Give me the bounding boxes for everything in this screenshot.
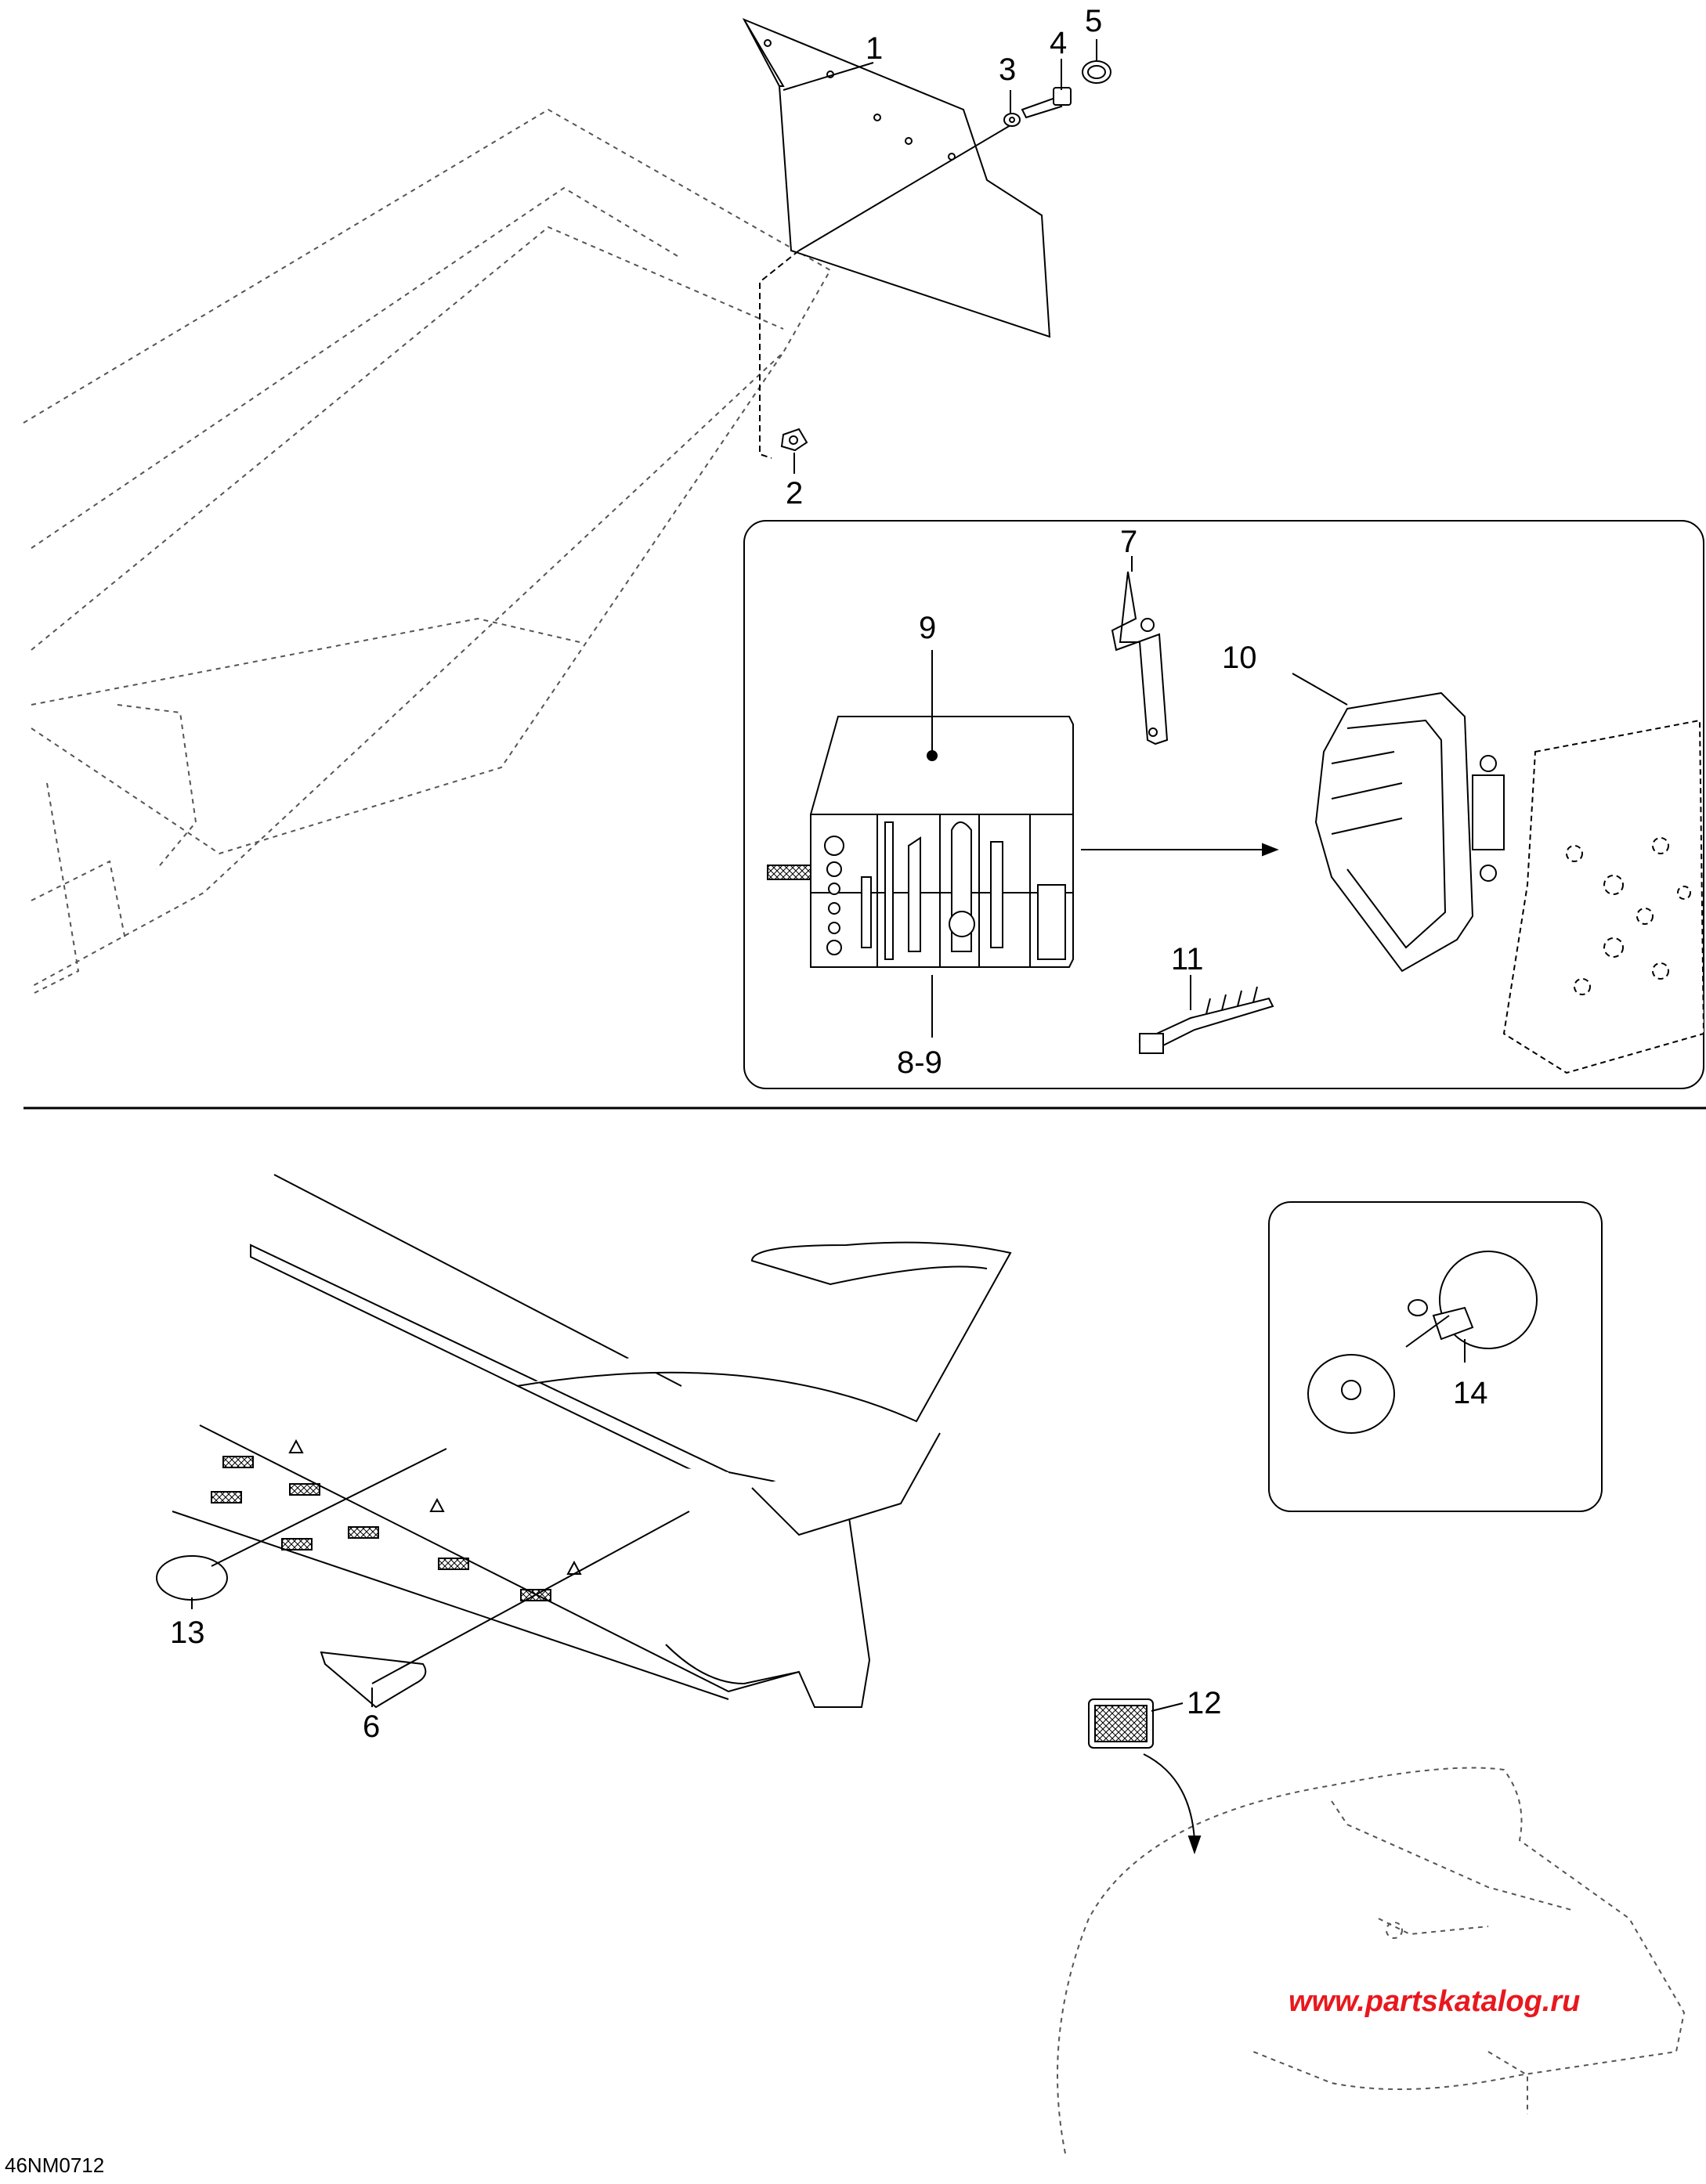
toolkit-panel	[743, 520, 1704, 1089]
tunnel-outline	[23, 108, 832, 995]
hood-outline	[1057, 1767, 1686, 2154]
tool-case	[1314, 691, 1505, 973]
callout-3: 3	[999, 52, 1016, 87]
callout-6: 6	[363, 1709, 380, 1744]
leader-lines-bottom	[191, 1448, 690, 1707]
mount-plate	[1502, 719, 1705, 1074]
callout-9: 9	[919, 611, 936, 645]
part-6-reflector	[320, 1651, 427, 1709]
part-12-grille	[1088, 1698, 1154, 1749]
diagram-code: 46NM0712	[5, 2153, 105, 2177]
leader-lines-toolkit	[931, 556, 1348, 1038]
flap-hardware	[759, 60, 1111, 459]
arrow-bag-to-case	[1081, 843, 1279, 857]
callout-11: 11	[1171, 942, 1204, 976]
spanner-wrench	[1111, 571, 1169, 745]
callout-13: 13	[170, 1615, 205, 1650]
leader-lines-top	[783, 39, 1097, 474]
horn-panel	[1268, 1201, 1603, 1512]
callout-8-9: 8-9	[897, 1045, 942, 1080]
retaining-strap	[1138, 986, 1274, 1055]
part-13-reflector	[156, 1555, 228, 1601]
arrow-grille-to-hood	[1143, 1753, 1202, 1855]
callout-10: 10	[1222, 641, 1257, 675]
callout-1: 1	[866, 31, 883, 66]
rear-bumper-assembly	[172, 1174, 1012, 1708]
callout-5: 5	[1085, 4, 1102, 38]
leader-lines-right	[1151, 1339, 1466, 1712]
horn	[1307, 1251, 1538, 1434]
callout-14: 14	[1453, 1376, 1488, 1410]
callout-7: 7	[1120, 525, 1137, 559]
snow-flap	[742, 18, 1051, 338]
watermark[interactable]: www.partskatalog.ru	[1289, 1985, 1581, 2018]
callout-4: 4	[1050, 26, 1067, 60]
tool-bag	[767, 716, 1074, 968]
callout-12: 12	[1187, 1686, 1222, 1720]
callout-2: 2	[786, 476, 803, 511]
